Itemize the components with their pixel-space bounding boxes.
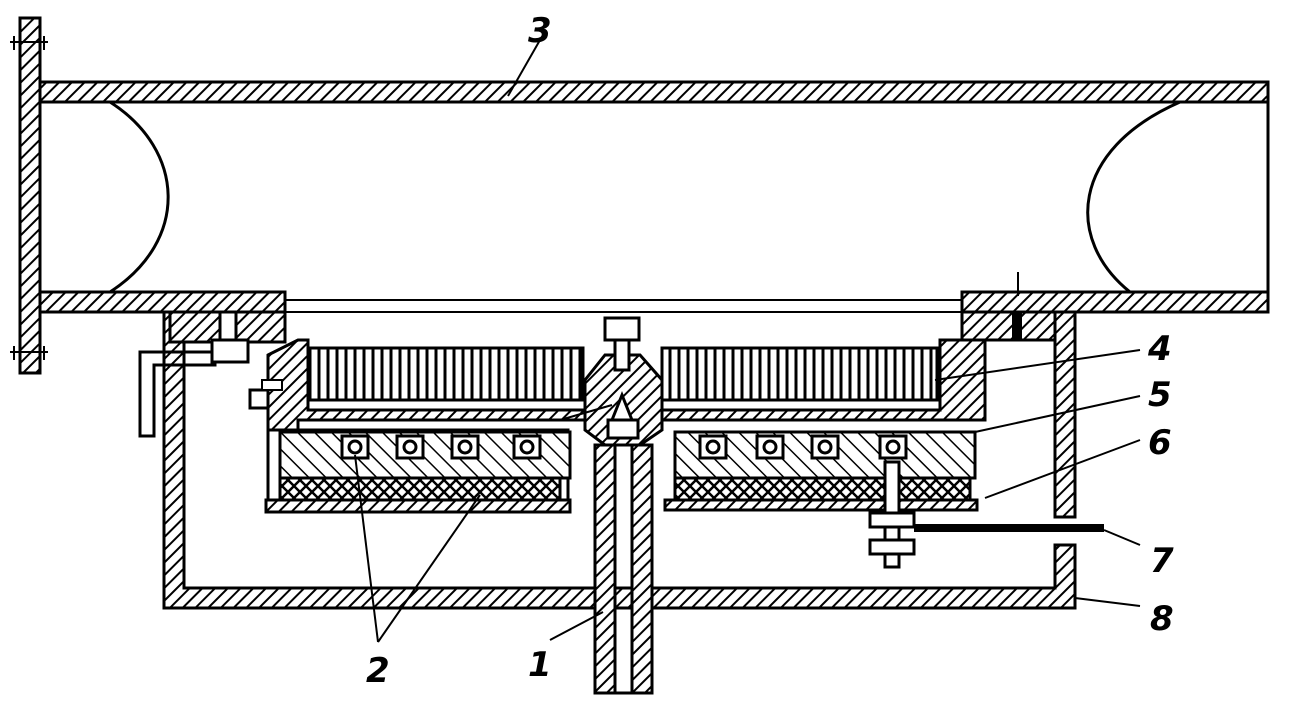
waveguide-top-wall	[38, 80, 1270, 104]
callout-7: 7	[1150, 541, 1174, 581]
callout-8: 8	[1150, 599, 1174, 639]
top-clamps	[168, 310, 1057, 364]
anode-vanes	[306, 346, 939, 402]
callout-3: 3	[528, 11, 552, 51]
central-tube	[593, 443, 654, 695]
callout-labels: 3 4 5 6 7 8 1 2	[366, 11, 1174, 691]
leader-lines	[354, 39, 1141, 643]
waveguide-bottom-wall-right	[960, 290, 1270, 314]
magnet-blocks	[264, 428, 979, 514]
callout-2: 2	[366, 651, 390, 691]
output-terminal	[868, 460, 1104, 569]
waveguide-bottom-wall-left	[38, 290, 287, 314]
waveguide	[10, 16, 1270, 375]
callout-1: 1	[528, 645, 552, 685]
cathode-assembly	[559, 316, 664, 447]
left-flange	[18, 16, 42, 375]
callout-6: 6	[1148, 423, 1172, 463]
callout-4: 4	[1147, 329, 1172, 369]
callout-5: 5	[1148, 375, 1172, 415]
